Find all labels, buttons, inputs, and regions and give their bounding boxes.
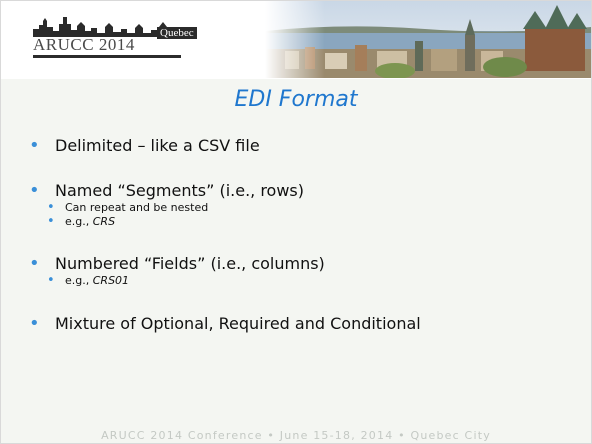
bullet-fields: Numbered “Fields” (i.e., columns)	[29, 254, 569, 274]
bullet-segments: Named “Segments” (i.e., rows)	[29, 181, 569, 201]
sub-bullet-repeat: Can repeat and be nested	[29, 201, 569, 215]
quebec-skyline-icon	[33, 17, 191, 58]
bullet-text: Named “Segments” (i.e., rows)	[55, 181, 304, 200]
quebec-city-photo	[265, 1, 591, 79]
slide-footer: ARUCC 2014 Conference • June 15-18, 2014…	[101, 429, 491, 442]
sub-bullet-code: CRS01	[92, 274, 130, 287]
bullet-list: Delimited – like a CSV file Named “Segme…	[29, 136, 569, 334]
logo-year-text: ARUCC 2014	[33, 35, 135, 54]
bullet-delimited: Delimited – like a CSV file	[29, 136, 569, 156]
sub-bullet-code: CRS	[92, 215, 116, 228]
sub-bullet-text: e.g.,	[65, 274, 93, 287]
bullet-text: Delimited – like a CSV file	[55, 136, 260, 155]
arucc-logo: ARUCC 2014 Quebec	[31, 15, 251, 75]
logo-city-text: Quebec	[157, 27, 197, 39]
sub-bullet-text: Can repeat and be nested	[65, 201, 209, 214]
slide-title: EDI Format	[234, 87, 358, 112]
bullet-text: Mixture of Optional, Required and Condit…	[55, 314, 421, 333]
sub-bullet-example-crs: e.g., CRS	[29, 215, 569, 229]
sub-bullet-text: e.g.,	[65, 215, 93, 228]
bullet-text: Numbered “Fields” (i.e., columns)	[55, 254, 325, 273]
header-banner: ARUCC 2014 Quebec	[1, 1, 591, 79]
sub-bullet-example-crs01: e.g., CRS01	[29, 274, 569, 288]
bullet-mixture: Mixture of Optional, Required and Condit…	[29, 314, 569, 334]
